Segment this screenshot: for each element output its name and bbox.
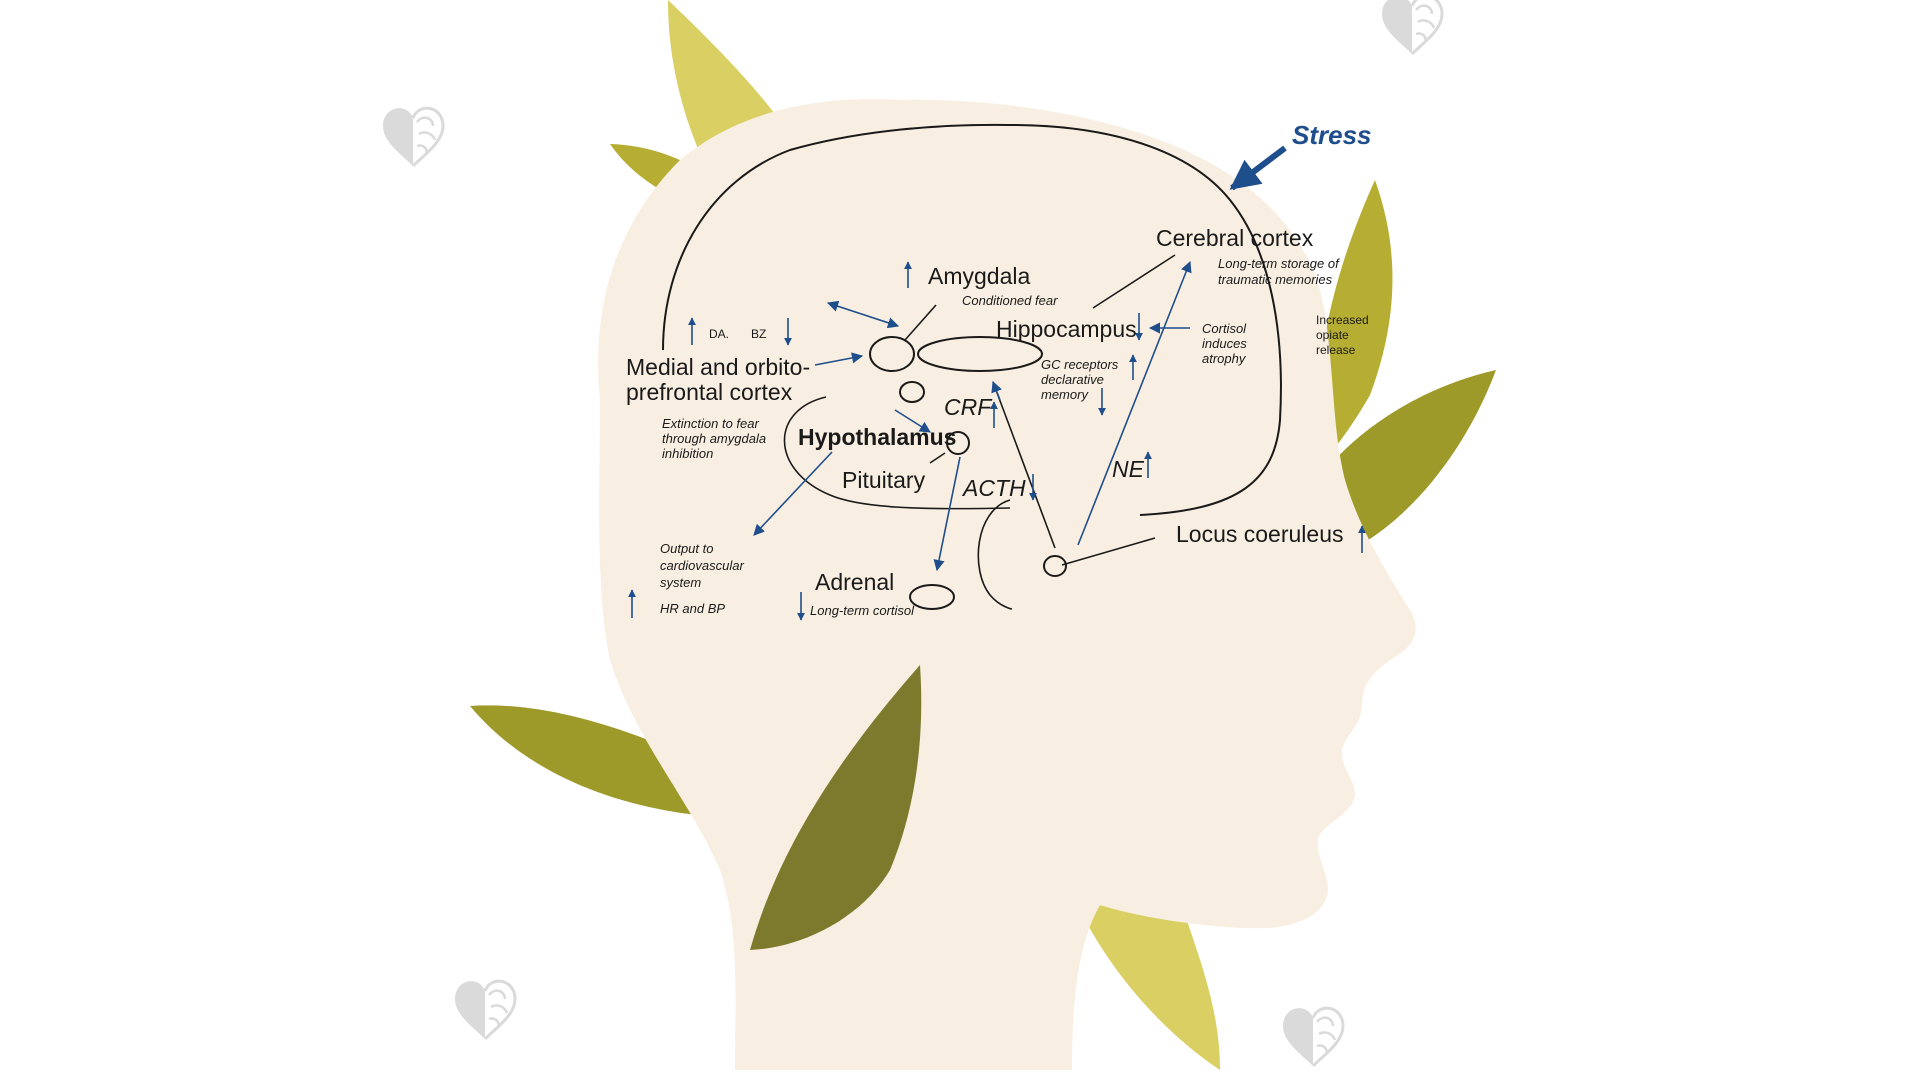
- heart-brain-icon: [1380, 0, 1444, 56]
- gc-note-2: declarative: [1041, 372, 1104, 387]
- brainstem-curve: [783, 396, 1011, 510]
- stress-arrow: [1229, 145, 1287, 191]
- heart-brain-icon: [1281, 1006, 1345, 1068]
- conditioned-fear-note: Conditioned fear: [962, 293, 1058, 308]
- extinction-note-1: Extinction to fear: [662, 416, 759, 431]
- medial-prefrontal-label-1: Medial and orbito-: [626, 354, 810, 380]
- hippocampus-label: Hippocampus: [996, 316, 1137, 342]
- leaf: [1328, 370, 1496, 545]
- medial-prefrontal-label-2: prefrontal cortex: [626, 379, 793, 405]
- cortisol-note-3: atrophy: [1202, 351, 1247, 366]
- hypothalamus-shape: [899, 381, 925, 403]
- stress-label: Stress: [1292, 120, 1372, 150]
- opiate-note-2: opiate: [1316, 328, 1349, 342]
- gc-note-1: GC receptors: [1041, 357, 1119, 372]
- pituitary-to-adrenal-arrow: [933, 456, 961, 572]
- pituitary-connector: [929, 452, 946, 464]
- crf-label: CRF: [944, 394, 993, 420]
- brain-outline: [662, 123, 1282, 516]
- leaf: [1080, 898, 1220, 1070]
- pituitary-label: Pituitary: [842, 467, 926, 493]
- gc-note-3: memory: [1041, 387, 1089, 402]
- bz-label: BZ: [751, 327, 766, 341]
- da-label: DA.: [709, 327, 729, 341]
- heart-brain-icon: [381, 106, 445, 168]
- locus-connector: [1061, 537, 1156, 566]
- pituitary-shape: [946, 431, 970, 455]
- output-note-3: system: [660, 575, 701, 590]
- heart-brain-icon: [453, 979, 517, 1041]
- hypothalamus-label: Hypothalamus: [798, 424, 956, 450]
- locus-to-hippocampus-arrowhead: [991, 380, 1002, 401]
- pathway-arrows: [628, 145, 1366, 621]
- amygdala-connector: [904, 304, 937, 341]
- extinction-note-3: inhibition: [662, 446, 713, 461]
- cortisol-note-2: induces: [1202, 336, 1247, 351]
- adrenal-label: Adrenal: [815, 569, 894, 595]
- locus-to-cortex-arrow: [1077, 260, 1192, 546]
- hypothalamus-to-cardio-arrow: [753, 451, 833, 536]
- acth-label: ACTH: [961, 475, 1026, 501]
- amygdala-shape: [869, 336, 915, 372]
- hr-bp-note: HR and BP: [660, 601, 725, 616]
- cerebral-cortex-label: Cerebral cortex: [1156, 225, 1314, 251]
- cerebral-cortex-connector: [1092, 254, 1176, 309]
- locus-to-hippocampus-arrow: [992, 381, 1056, 549]
- output-note-2: cardiovascular: [660, 558, 744, 573]
- cortisol-note-1: Cortisol: [1202, 321, 1247, 336]
- leaf: [1317, 180, 1393, 465]
- long-term-cortisol-note: Long-term cortisol: [810, 603, 915, 618]
- amygdala-to-hypothalamus-arrow: [894, 409, 931, 433]
- ne-label: NE: [1112, 456, 1145, 482]
- amygdala-prefrontal-arrow: [826, 300, 900, 329]
- output-note-1: Output to: [660, 541, 713, 556]
- labels: Stress Cerebral cortex Long-term storage…: [626, 120, 1372, 618]
- prefrontal-to-amygdala-arrow: [814, 352, 864, 366]
- locus-coeruleus-shape: [1043, 555, 1067, 577]
- long-term-storage-note-1: Long-term storage of: [1218, 256, 1340, 271]
- adrenal-curve: [977, 499, 1013, 610]
- decorative-leaves-front: [750, 665, 922, 950]
- hippocampus-shape: [917, 336, 1043, 372]
- leaf: [750, 665, 922, 950]
- locus-coeruleus-label: Locus coeruleus: [1176, 521, 1344, 547]
- long-term-storage-note-2: traumatic memories: [1218, 272, 1333, 287]
- opiate-note-1: Increased: [1316, 313, 1369, 327]
- amygdala-label: Amygdala: [928, 263, 1030, 289]
- brain-structures: [662, 123, 1282, 610]
- opiate-note-3: release: [1316, 343, 1356, 357]
- adrenal-shape: [909, 584, 955, 610]
- extinction-note-2: through amygdala: [662, 431, 766, 446]
